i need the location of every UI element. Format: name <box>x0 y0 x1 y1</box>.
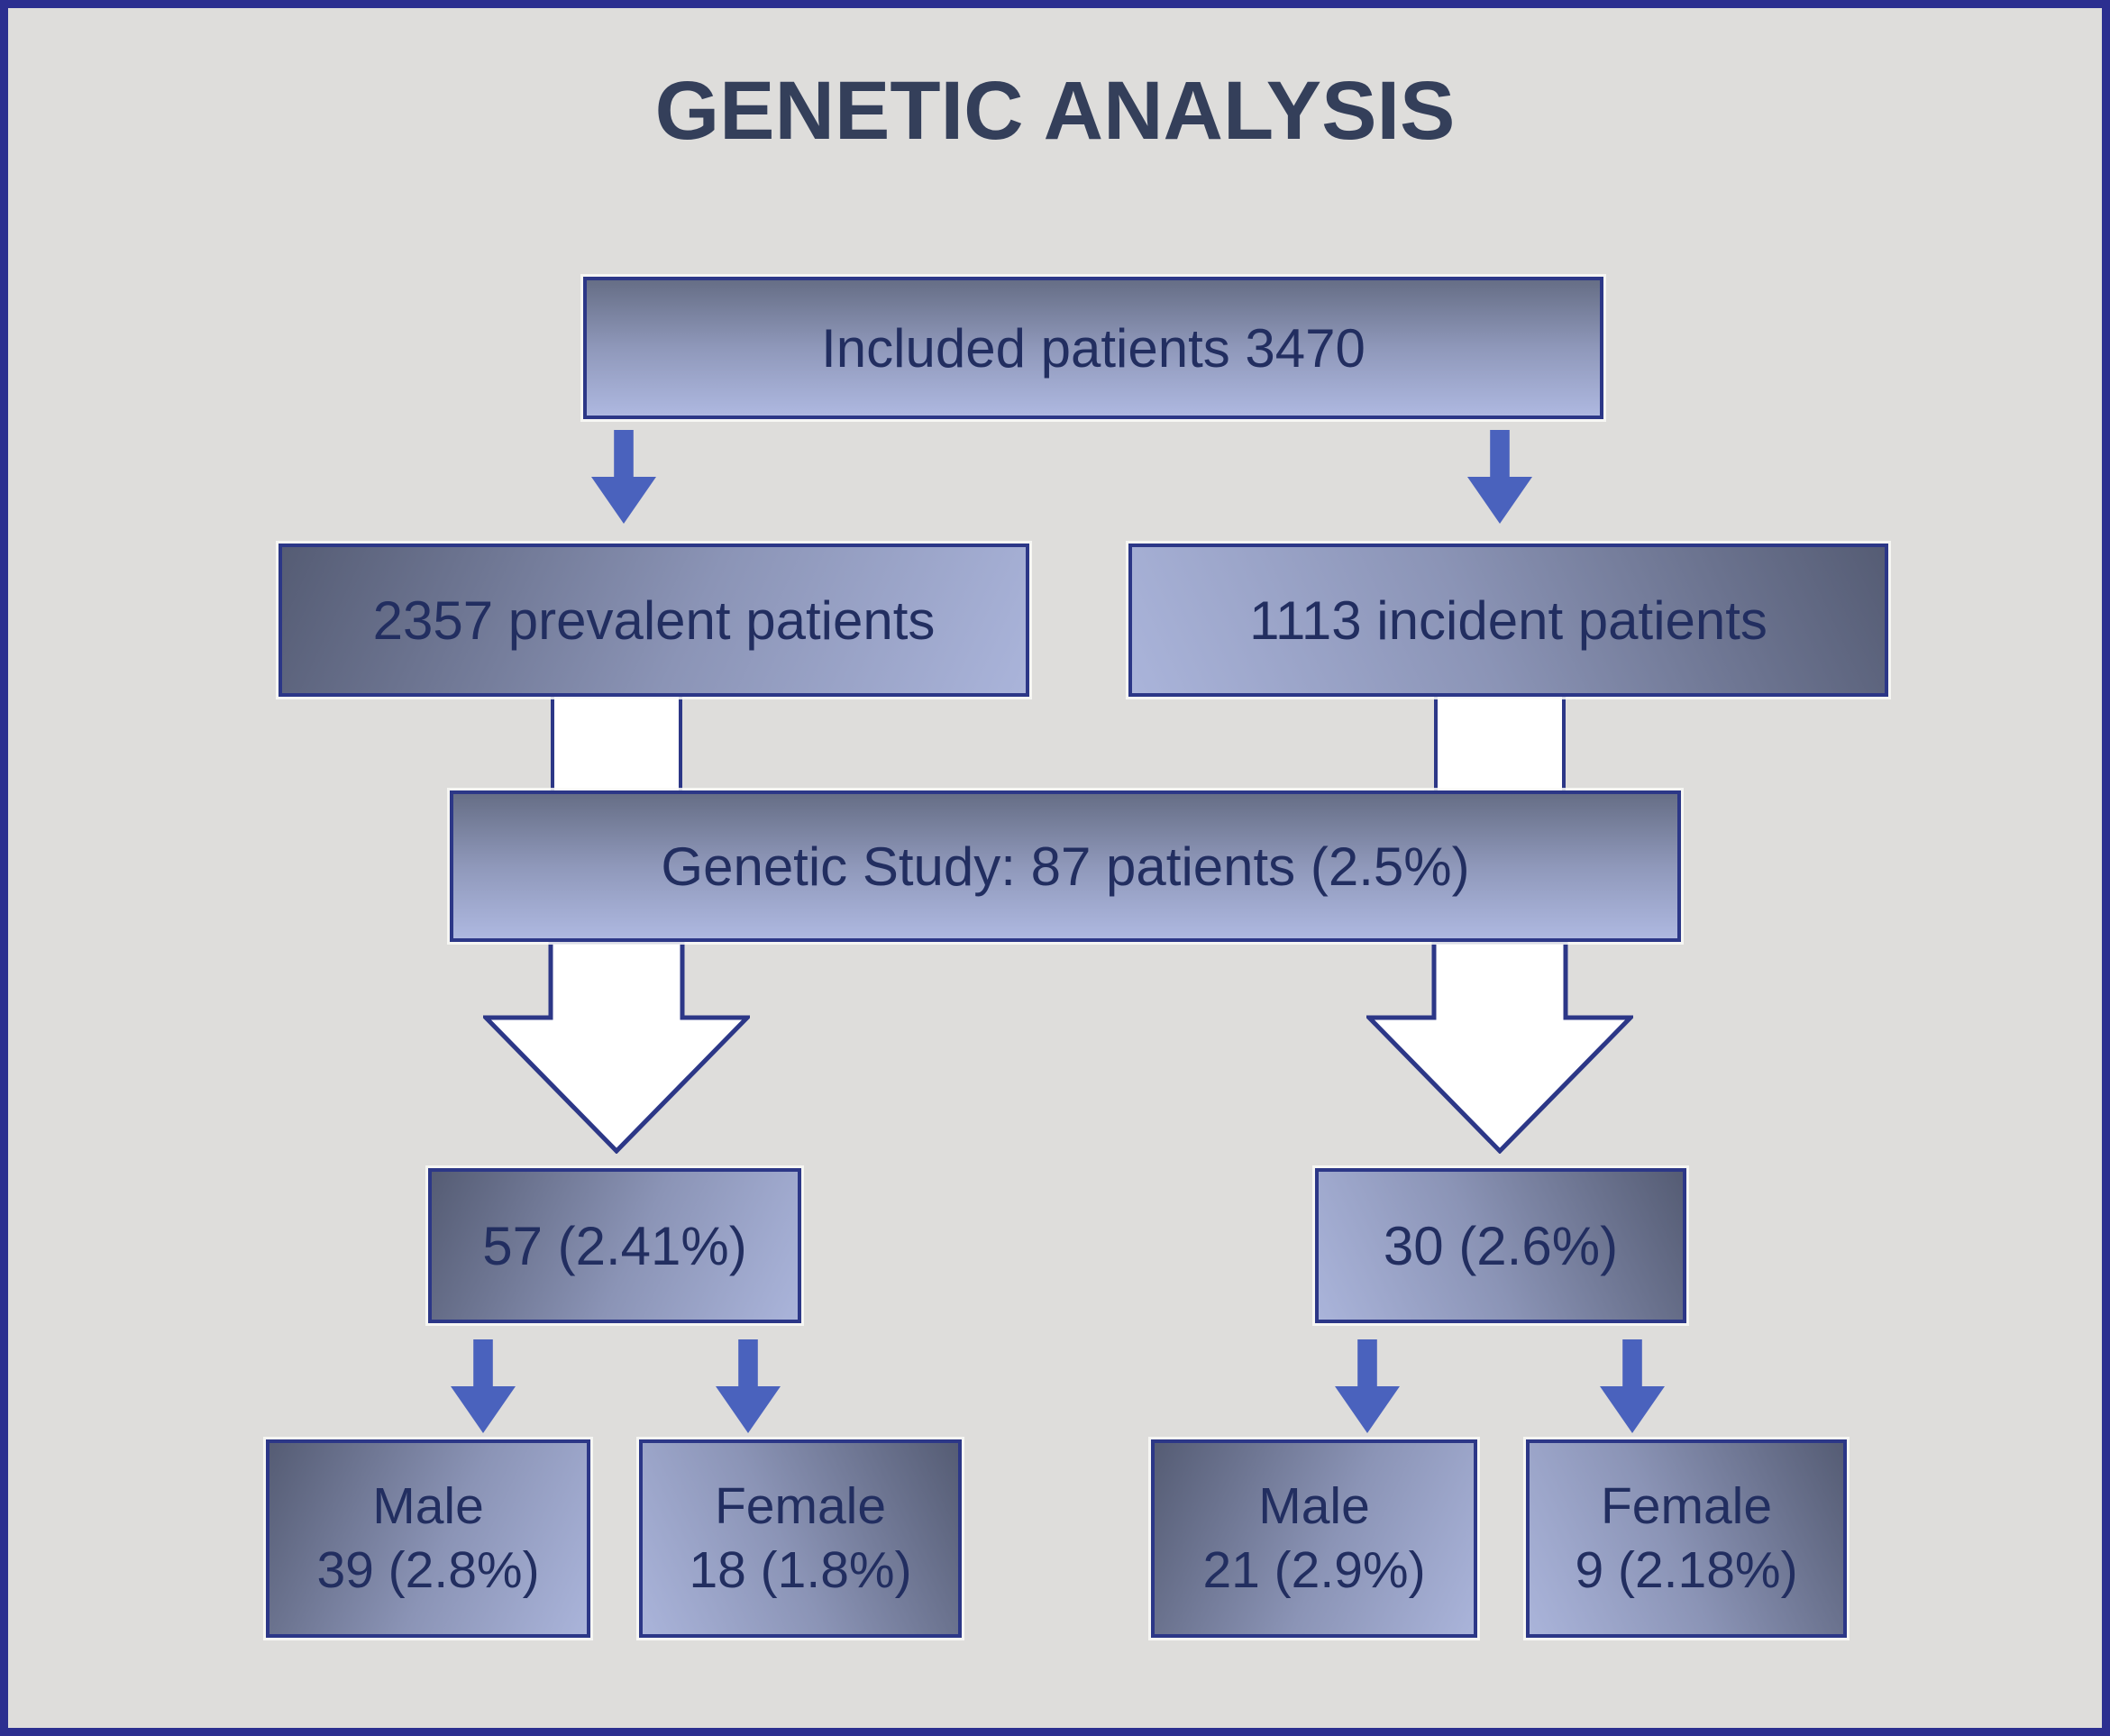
diagram-title: GENETIC ANALYSIS <box>654 65 1456 157</box>
down-arrow-icon-to-incident-female <box>1600 1339 1665 1433</box>
node-incident-tested-label: 30 (2.6%) <box>1383 1215 1619 1276</box>
node-prevalent-patients-label: 2357 prevalent patients <box>372 589 936 651</box>
white-connector-shaft-right <box>1434 693 1566 794</box>
node-genetic-study: Genetic Study: 87 patients (2.5%) <box>450 790 1681 942</box>
node-prevalent-male: Male 39 (2.8%) <box>266 1439 590 1638</box>
node-genetic-study-label: Genetic Study: 87 patients (2.5%) <box>661 836 1470 897</box>
node-incident-male-line2: 21 (2.9%) <box>1202 1541 1426 1599</box>
down-arrow-icon-to-prevalent <box>591 430 656 524</box>
node-prevalent-patients: 2357 prevalent patients <box>279 544 1029 697</box>
node-incident-patients: 1113 incident patients <box>1128 544 1888 697</box>
node-incident-female-line2: 9 (2.18%) <box>1575 1541 1798 1599</box>
node-included-patients: Included patients 3470 <box>583 277 1603 419</box>
node-prevalent-tested-label: 57 (2.41%) <box>482 1215 747 1276</box>
white-connector-shaft-left <box>551 693 682 794</box>
node-prevalent-tested: 57 (2.41%) <box>428 1168 801 1323</box>
down-arrow-icon-to-prevalent-female <box>716 1339 781 1433</box>
down-arrow-icon-to-incident <box>1467 430 1532 524</box>
node-prevalent-female-line1: Female <box>714 1476 887 1535</box>
node-prevalent-male-line1: Male <box>372 1476 484 1535</box>
node-prevalent-female-line2: 18 (1.8%) <box>689 1541 912 1599</box>
node-incident-tested: 30 (2.6%) <box>1315 1168 1686 1323</box>
node-included-patients-label: Included patients 3470 <box>821 317 1366 379</box>
big-white-down-arrow-right <box>1366 939 1633 1154</box>
down-arrow-icon-to-incident-male <box>1335 1339 1400 1433</box>
node-incident-male-line1: Male <box>1258 1476 1370 1535</box>
big-white-down-arrow-left <box>483 939 750 1154</box>
node-incident-patients-label: 1113 incident patients <box>1249 589 1767 651</box>
node-incident-female-line1: Female <box>1600 1476 1773 1535</box>
node-incident-female: Female 9 (2.18%) <box>1526 1439 1847 1638</box>
node-prevalent-female: Female 18 (1.8%) <box>639 1439 962 1638</box>
node-incident-male: Male 21 (2.9%) <box>1151 1439 1477 1638</box>
down-arrow-icon-to-prevalent-male <box>451 1339 516 1433</box>
node-prevalent-male-line2: 39 (2.8%) <box>316 1541 540 1599</box>
